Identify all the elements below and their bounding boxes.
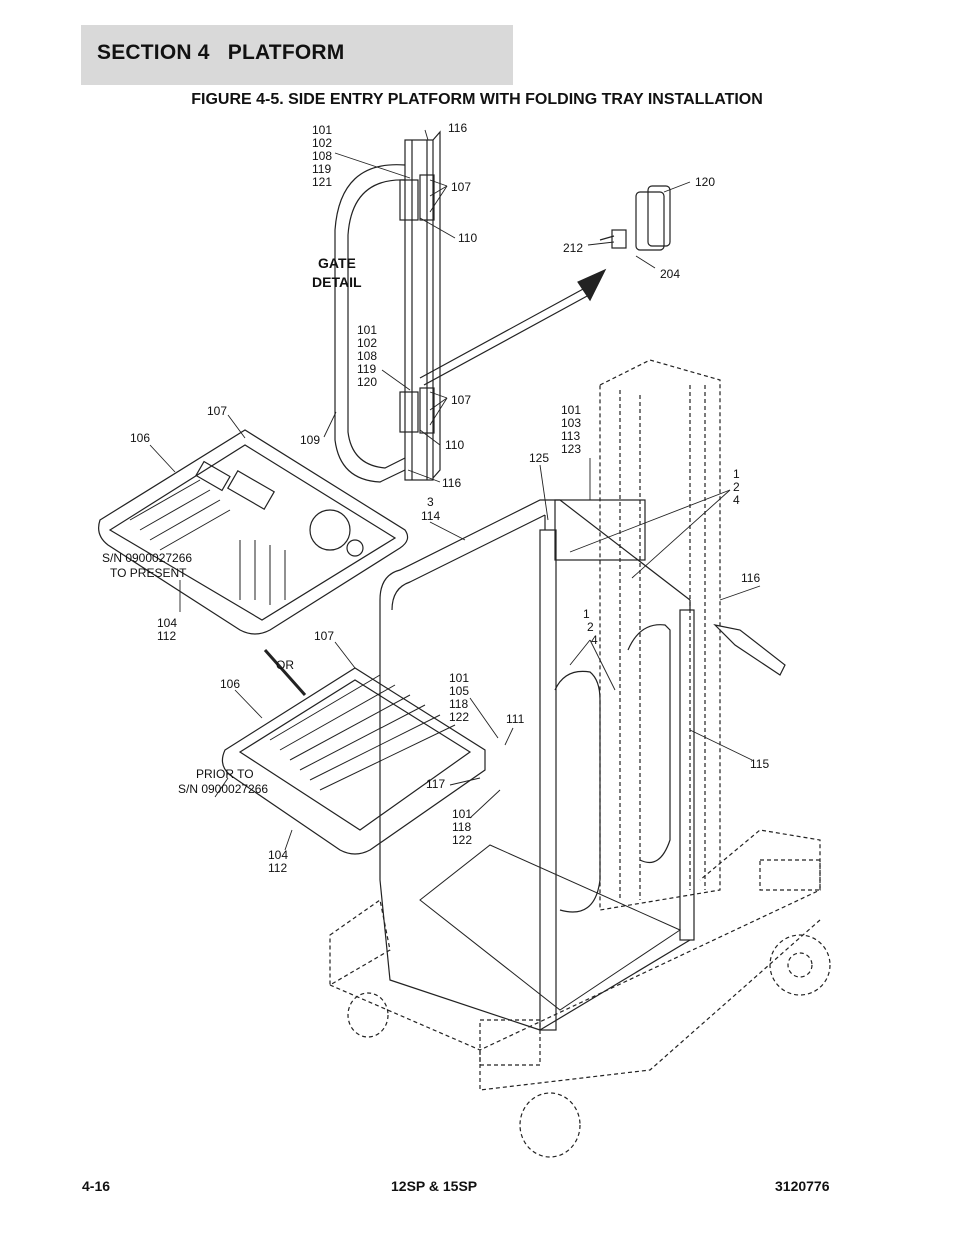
detail-arrow bbox=[419, 268, 607, 386]
gate-hinge-top bbox=[399, 174, 435, 221]
callout-116-right: 116 bbox=[741, 571, 760, 585]
gate-post bbox=[404, 130, 441, 481]
callout-116-top: 116 bbox=[448, 121, 467, 135]
callout-or: OR bbox=[276, 658, 294, 672]
callout-111: 111 bbox=[506, 712, 525, 726]
gate-hinge-bottom bbox=[399, 387, 435, 434]
folding-tray-new bbox=[98, 429, 409, 635]
tray-new-slots bbox=[129, 479, 286, 605]
platform-floor bbox=[419, 844, 682, 1011]
tray-old-slots bbox=[269, 674, 456, 791]
callout-107-tray2: 107 bbox=[314, 629, 334, 643]
callout-107-top: 107 bbox=[451, 180, 471, 194]
callout-110-mid: 110 bbox=[445, 438, 464, 452]
folding-tray-old bbox=[221, 667, 486, 855]
footer-page-number: 4-16 bbox=[82, 1178, 111, 1194]
callout-115: 115 bbox=[750, 757, 769, 771]
section-header-bar: SECTION 4 PLATFORM bbox=[81, 25, 513, 85]
lift-handle bbox=[713, 624, 786, 676]
footer-doc-number: 3120776 bbox=[775, 1178, 830, 1194]
gate-arm bbox=[334, 164, 406, 483]
callout-125: 125 bbox=[529, 451, 549, 465]
latch-detail bbox=[599, 185, 671, 251]
platform-frame bbox=[379, 499, 695, 1031]
callout-116-mid: 116 bbox=[442, 476, 461, 490]
callout-120: 120 bbox=[695, 175, 715, 189]
callout-204: 204 bbox=[660, 267, 680, 281]
callout-110-top: 110 bbox=[458, 231, 477, 245]
callout-107-mid: 107 bbox=[451, 393, 471, 407]
section-title: SECTION 4 PLATFORM bbox=[97, 41, 345, 64]
callout-212: 212 bbox=[563, 241, 583, 255]
callout-109: 109 bbox=[300, 433, 320, 447]
or-divider bbox=[263, 649, 307, 696]
footer-model: 12SP & 15SP bbox=[391, 1178, 478, 1194]
figure-title: FIGURE 4-5. SIDE ENTRY PLATFORM WITH FOL… bbox=[191, 91, 763, 108]
mast-assembly bbox=[599, 359, 721, 911]
callout-106-tray: 106 bbox=[130, 431, 150, 445]
callout-106-tray2: 106 bbox=[220, 677, 240, 691]
leader-lines bbox=[149, 129, 761, 851]
chassis-base bbox=[329, 829, 831, 1158]
callout-117: 117 bbox=[426, 777, 445, 791]
callout-107-tray: 107 bbox=[207, 404, 227, 418]
platform-gate bbox=[554, 624, 671, 913]
